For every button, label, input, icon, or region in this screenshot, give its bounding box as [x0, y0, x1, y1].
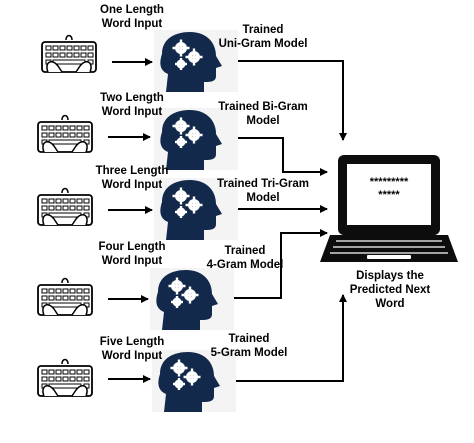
arrow-model-5	[236, 294, 347, 382]
output-label-line1: Displays the	[356, 270, 424, 282]
keyboard-icon-1	[41, 34, 97, 73]
screen-line-2: *****	[378, 189, 400, 201]
output-label-line2: Predicted Next	[349, 284, 431, 296]
model-label-1-line1: Trained	[242, 24, 284, 36]
brain-gears-icon-1	[154, 30, 238, 92]
laptop-icon	[320, 155, 458, 262]
input-label-2-line1: Two Length	[100, 92, 164, 104]
input-label-1-line1: One Length	[100, 4, 164, 16]
model-label-5-line1: Trained	[228, 333, 270, 345]
model-label-2-line1: Trained Bi-Gram	[218, 101, 308, 113]
model-label-2: Trained Bi-Gram Model	[208, 100, 318, 128]
model-label-5-line2: 5-Gram Model	[210, 347, 288, 359]
model-label-2-line2: Model	[246, 115, 280, 127]
keyboard-icon-4	[37, 277, 93, 316]
arrow-model-2	[238, 137, 328, 176]
model-label-4-line2: 4-Gram Model	[206, 259, 284, 271]
input-label-5-line2: Word Input	[101, 350, 163, 362]
input-label-4: Four Length Word Input	[84, 240, 180, 268]
screen-line-1: *********	[369, 176, 409, 188]
input-label-1: One Length Word Input	[84, 3, 180, 31]
model-label-1: Trained Uni-Gram Model	[208, 23, 318, 51]
brain-gears-icon-5	[152, 350, 236, 412]
input-label-2-line2: Word Input	[101, 106, 163, 118]
model-label-3-line2: Model	[246, 192, 280, 204]
model-label-3-line1: Trained Tri-Gram	[216, 178, 310, 190]
input-label-5-line1: Five Length	[99, 336, 165, 348]
brain-gears-icon-4	[150, 268, 234, 330]
arrow-model-1	[238, 60, 347, 141]
input-label-3-line2: Word Input	[101, 179, 163, 191]
output-label: Displays the Predicted Next Word	[338, 269, 442, 311]
input-label-2: Two Length Word Input	[84, 91, 180, 119]
model-label-5: Trained 5-Gram Model	[194, 332, 304, 360]
brain-gears-icon-2	[154, 108, 238, 170]
input-label-4-line1: Four Length	[98, 241, 166, 253]
input-label-1-line2: Word Input	[101, 18, 163, 30]
laptop-screen-text: ********* *****	[347, 176, 431, 202]
input-label-4-line2: Word Input	[101, 255, 163, 267]
arrow-model-4	[234, 229, 328, 299]
output-label-line3: Word	[375, 298, 405, 310]
model-label-3: Trained Tri-Gram Model	[208, 177, 318, 205]
keyboard-icon-3	[37, 187, 93, 226]
input-label-3: Three Length Word Input	[80, 164, 184, 192]
model-label-4-line1: Trained	[224, 245, 266, 257]
model-label-1-line2: Uni-Gram Model	[218, 38, 308, 50]
keyboard-icon-5	[37, 358, 93, 397]
input-label-5: Five Length Word Input	[84, 335, 180, 363]
brain-gears-icon-3	[154, 178, 238, 240]
keyboard-icon-2	[37, 114, 93, 153]
model-label-4: Trained 4-Gram Model	[190, 244, 300, 272]
input-label-3-line1: Three Length	[95, 165, 169, 177]
